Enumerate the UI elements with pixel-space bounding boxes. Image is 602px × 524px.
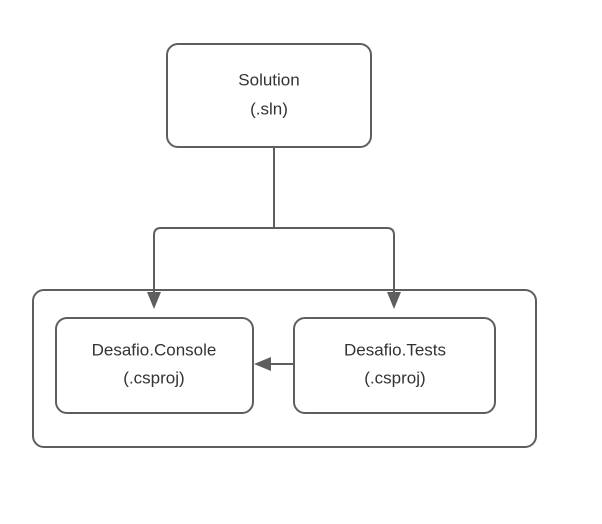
edge-solution-to-console[interactable] <box>153 227 274 294</box>
solution-node-shape <box>166 43 372 148</box>
desafio-tests-node-label-primary: Desafio.Tests <box>344 340 446 359</box>
edge-solution-to-tests[interactable] <box>274 227 395 294</box>
desafio-tests-node-shape <box>293 317 496 414</box>
desafio-tests-node[interactable]: Desafio.Tests (.csproj) <box>293 317 496 414</box>
desafio-console-node-label-secondary: (.csproj) <box>123 368 184 387</box>
edge-solution-to-tests-arrowhead <box>387 292 401 309</box>
desafio-console-node[interactable]: Desafio.Console (.csproj) <box>55 317 254 414</box>
desafio-console-node-shape <box>55 317 254 414</box>
solution-node-label-secondary: (.sln) <box>250 99 288 118</box>
desafio-console-node-label-primary: Desafio.Console <box>92 340 217 359</box>
edge-tests-to-console-arrowhead <box>254 357 271 371</box>
solution-node[interactable]: Solution (.sln) <box>166 43 372 148</box>
desafio-tests-node-label-secondary: (.csproj) <box>364 368 425 387</box>
edge-solution-to-console-arrowhead <box>147 292 161 309</box>
solution-node-label-primary: Solution <box>238 70 299 89</box>
